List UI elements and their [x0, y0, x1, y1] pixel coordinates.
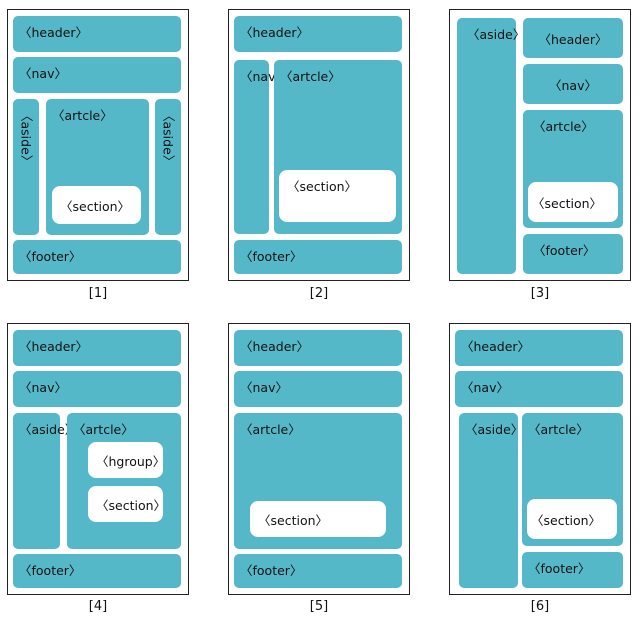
footer-label: 〈footer〉: [19, 563, 82, 578]
header-label: 〈header〉: [538, 31, 608, 47]
footer-block: 〈footer〉: [234, 240, 402, 274]
section-label: 〈section〉: [532, 195, 603, 211]
caption-1: [1]: [88, 286, 108, 301]
footer-block: 〈footer〉: [13, 554, 181, 588]
section-block: 〈section〉: [527, 499, 617, 539]
caption-5: [5]: [309, 599, 329, 614]
header-block: 〈header〉: [234, 330, 402, 366]
caption-3: [3]: [530, 286, 550, 301]
artcle-label: 〈artcle〉: [73, 422, 134, 437]
aside-label: 〈aside〉: [465, 422, 524, 437]
nav-block: 〈nav〉: [13, 371, 181, 407]
footer-label: 〈footer〉: [19, 249, 82, 264]
layout-panel-5: 〈header〉 〈nav〉 〈artcle〉 〈section〉 〈foote…: [228, 323, 410, 595]
aside-block: 〈aside〉: [13, 413, 77, 549]
section-block: 〈section〉: [250, 501, 386, 537]
nav-block: 〈nav〉: [455, 371, 623, 407]
artcle-label: 〈artcle〉: [528, 422, 589, 437]
section-label: 〈section〉: [531, 512, 602, 528]
aside-label-left: 〈aside〉: [18, 109, 34, 168]
nav-label: 〈nav〉: [19, 66, 67, 81]
section-block: 〈section〉: [279, 170, 396, 222]
artcle-label: 〈artcle〉: [280, 69, 341, 84]
artcle-label: 〈artcle〉: [52, 108, 113, 123]
header-label: 〈header〉: [19, 25, 89, 40]
caption-6: [6]: [530, 599, 550, 614]
hgroup-label: 〈hgroup〉: [96, 453, 166, 469]
footer-block: 〈footer〉: [523, 234, 623, 274]
section-block: 〈section〉: [88, 486, 167, 522]
layout-panel-2: 〈header〉 〈nav〉 〈artcle〉 〈section〉 〈foote…: [228, 9, 410, 281]
nav-label: 〈nav〉: [19, 380, 67, 395]
header-label: 〈header〉: [461, 339, 531, 354]
section-label: 〈section〉: [96, 497, 167, 513]
layout-panel-6: 〈header〉 〈nav〉 〈aside〉 〈artcle〉 〈section…: [449, 323, 631, 595]
nav-label: 〈nav〉: [549, 77, 597, 93]
section-label: 〈section〉: [60, 198, 131, 214]
aside-block-right: 〈aside〉: [155, 99, 181, 235]
header-label: 〈header〉: [19, 339, 89, 354]
section-block: 〈section〉: [528, 182, 618, 222]
section-label: 〈section〉: [258, 512, 329, 528]
footer-label: 〈footer〉: [240, 249, 303, 264]
aside-block-left: 〈aside〉: [13, 99, 39, 235]
nav-block: 〈nav〉: [523, 64, 623, 104]
footer-label: 〈footer〉: [240, 563, 303, 578]
layout-panel-3: 〈aside〉 〈header〉 〈nav〉 〈artcle〉 〈section…: [449, 9, 631, 281]
caption-2: [2]: [309, 286, 329, 301]
nav-label: 〈nav〉: [461, 380, 509, 395]
hgroup-block: 〈hgroup〉: [88, 442, 166, 478]
footer-block: 〈footer〉: [234, 554, 402, 588]
header-block: 〈header〉: [234, 16, 402, 52]
artcle-label: 〈artcle〉: [533, 119, 594, 134]
header-block: 〈header〉: [523, 18, 623, 58]
artcle-label: 〈artcle〉: [240, 422, 301, 437]
section-label: 〈section〉: [287, 179, 358, 194]
header-block: 〈header〉: [13, 330, 181, 366]
aside-label: 〈aside〉: [19, 422, 78, 437]
nav-block: 〈nav〉: [13, 57, 181, 93]
layout-panel-4: 〈header〉 〈nav〉 〈aside〉 〈artcle〉 〈hgroup〉…: [7, 323, 189, 595]
nav-label: 〈nav〉: [240, 380, 288, 395]
header-block: 〈header〉: [13, 16, 181, 52]
header-label: 〈header〉: [240, 25, 310, 40]
footer-block: 〈footer〉: [522, 552, 623, 588]
footer-label: 〈footer〉: [528, 561, 591, 576]
aside-block: 〈aside〉: [457, 18, 525, 274]
header-block: 〈header〉: [455, 330, 623, 366]
footer-block: 〈footer〉: [13, 240, 181, 274]
header-label: 〈header〉: [240, 339, 310, 354]
aside-block: 〈aside〉: [459, 413, 523, 588]
aside-label: 〈aside〉: [467, 27, 526, 42]
aside-label-right: 〈aside〉: [160, 109, 176, 168]
nav-block: 〈nav〉: [234, 60, 288, 234]
artcle-block: 〈artcle〉: [67, 413, 181, 549]
section-block: 〈section〉: [52, 186, 141, 224]
caption-4: [4]: [88, 599, 108, 614]
nav-block: 〈nav〉: [234, 371, 402, 407]
layout-panel-1: 〈header〉 〈nav〉 〈aside〉 〈artcle〉 〈section…: [7, 9, 189, 281]
footer-label: 〈footer〉: [533, 243, 596, 258]
